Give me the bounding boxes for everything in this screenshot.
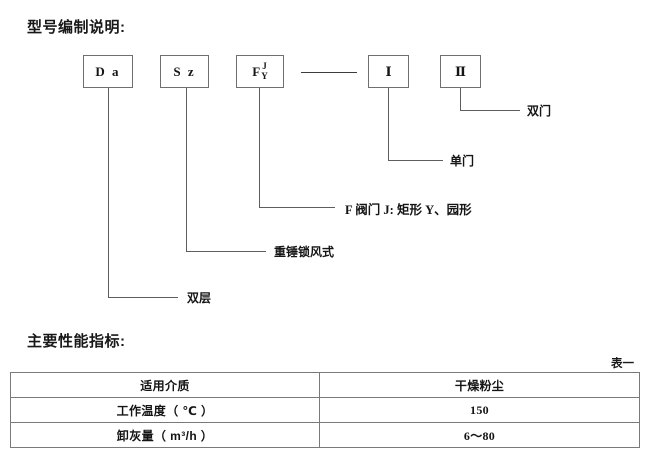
performance-table: 适用介质 干燥粉尘 工作温度（ ℃ ） 150 卸灰量（ m³/h ） 6～80 xyxy=(10,372,640,448)
leader-label-single-door: 单门 xyxy=(450,152,474,169)
performance-table-body: 适用介质 干燥粉尘 工作温度（ ℃ ） 150 卸灰量（ m³/h ） 6～80 xyxy=(11,373,640,448)
leader-line-double-layer-vertical xyxy=(108,88,109,297)
table-cell-label: 工作温度（ ℃ ） xyxy=(11,398,320,423)
code-box-da: D a xyxy=(83,55,133,88)
leader-line-valve-horizontal xyxy=(259,207,335,208)
table-cell-label: 适用介质 xyxy=(11,373,320,398)
performance-section-heading: 主要性能指标: xyxy=(27,330,126,351)
leader-label-double-door: 双门 xyxy=(527,102,551,119)
table-cell-value: 150 xyxy=(320,398,640,423)
leader-line-valve-vertical xyxy=(259,88,260,207)
code-box-roman-ii-label: Ⅱ xyxy=(455,64,466,80)
table-row: 适用介质 干燥粉尘 xyxy=(11,373,640,398)
table-cell-value: 干燥粉尘 xyxy=(320,373,640,398)
code-box-f-main: F xyxy=(252,65,260,78)
code-separator-dash xyxy=(301,72,357,73)
leader-line-double-door-horizontal xyxy=(460,110,520,111)
code-box-roman-ii: Ⅱ xyxy=(440,55,481,88)
model-code-diagram: D a S z F J Y Ⅰ Ⅱ 双门 单 xyxy=(0,0,650,320)
leader-line-double-layer-horizontal xyxy=(108,297,178,298)
leader-line-single-door-vertical xyxy=(388,88,389,160)
leader-line-weight-lock-horizontal xyxy=(186,251,266,252)
code-box-sz-label: S z xyxy=(173,64,195,80)
table-cell-value: 6～80 xyxy=(320,423,640,448)
code-box-da-label: D a xyxy=(95,64,120,80)
table-caption: 表一 xyxy=(611,355,634,371)
leader-label-weight-lock: 重锤锁风式 xyxy=(274,243,334,260)
leader-line-single-door-horizontal xyxy=(388,160,443,161)
leader-label-valve: F 阀门 J: 矩形 Y、园形 xyxy=(345,199,472,218)
code-box-roman-i: Ⅰ xyxy=(368,55,409,88)
leader-line-double-door-vertical xyxy=(460,88,461,110)
table-row: 工作温度（ ℃ ） 150 xyxy=(11,398,640,423)
code-box-f-sub: Y xyxy=(261,72,268,81)
table-cell-label: 卸灰量（ m³/h ） xyxy=(11,423,320,448)
table-row: 卸灰量（ m³/h ） 6～80 xyxy=(11,423,640,448)
code-box-roman-i-label: Ⅰ xyxy=(385,64,391,80)
code-box-f-group: F J Y xyxy=(252,62,267,81)
code-box-f: F J Y xyxy=(236,55,284,88)
leader-line-weight-lock-vertical xyxy=(186,88,187,251)
code-box-f-stack: J Y xyxy=(261,62,268,81)
leader-label-double-layer: 双层 xyxy=(187,289,211,306)
code-box-sz: S z xyxy=(160,55,209,88)
